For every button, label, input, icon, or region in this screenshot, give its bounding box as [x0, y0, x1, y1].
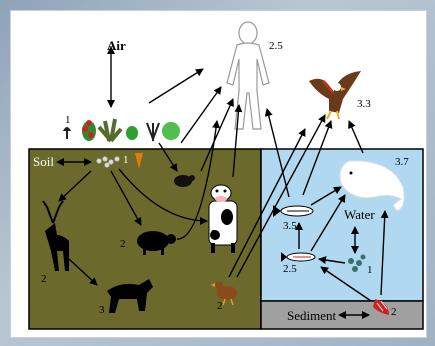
human-level: 2.5 [269, 41, 283, 52]
soil-invertebrates-level: 1 [123, 155, 129, 166]
plankton-level: 1 [367, 265, 373, 276]
plants-level: 1 [65, 115, 71, 126]
water-label: Water [344, 208, 375, 221]
shrimp-level: 2 [391, 307, 397, 318]
diagram-canvas [11, 11, 426, 337]
pig-level: 2 [120, 239, 126, 250]
eagle-level: 3.3 [357, 99, 371, 110]
cow-level: 2 [211, 229, 217, 240]
plant-icon [63, 119, 180, 141]
small-fish-level: 2.5 [283, 264, 297, 275]
predatory-fish-level: 3.5 [283, 221, 297, 232]
eagle-icon [309, 71, 361, 119]
beluga-level: 3.7 [395, 157, 409, 168]
sediment-label: Sediment [287, 309, 336, 322]
chicken-level: 2 [217, 301, 223, 312]
air-label: Air [107, 39, 126, 52]
soil-label: Soil [33, 155, 54, 168]
wolf-level: 3 [99, 305, 105, 316]
human-silhouette-icon [227, 22, 269, 129]
deer-level: 2 [41, 274, 47, 285]
diagram-panel: Air Soil Water Sediment 2.5 3.3 1 1 2 2 … [10, 10, 427, 338]
sediment-compartment [261, 301, 423, 329]
